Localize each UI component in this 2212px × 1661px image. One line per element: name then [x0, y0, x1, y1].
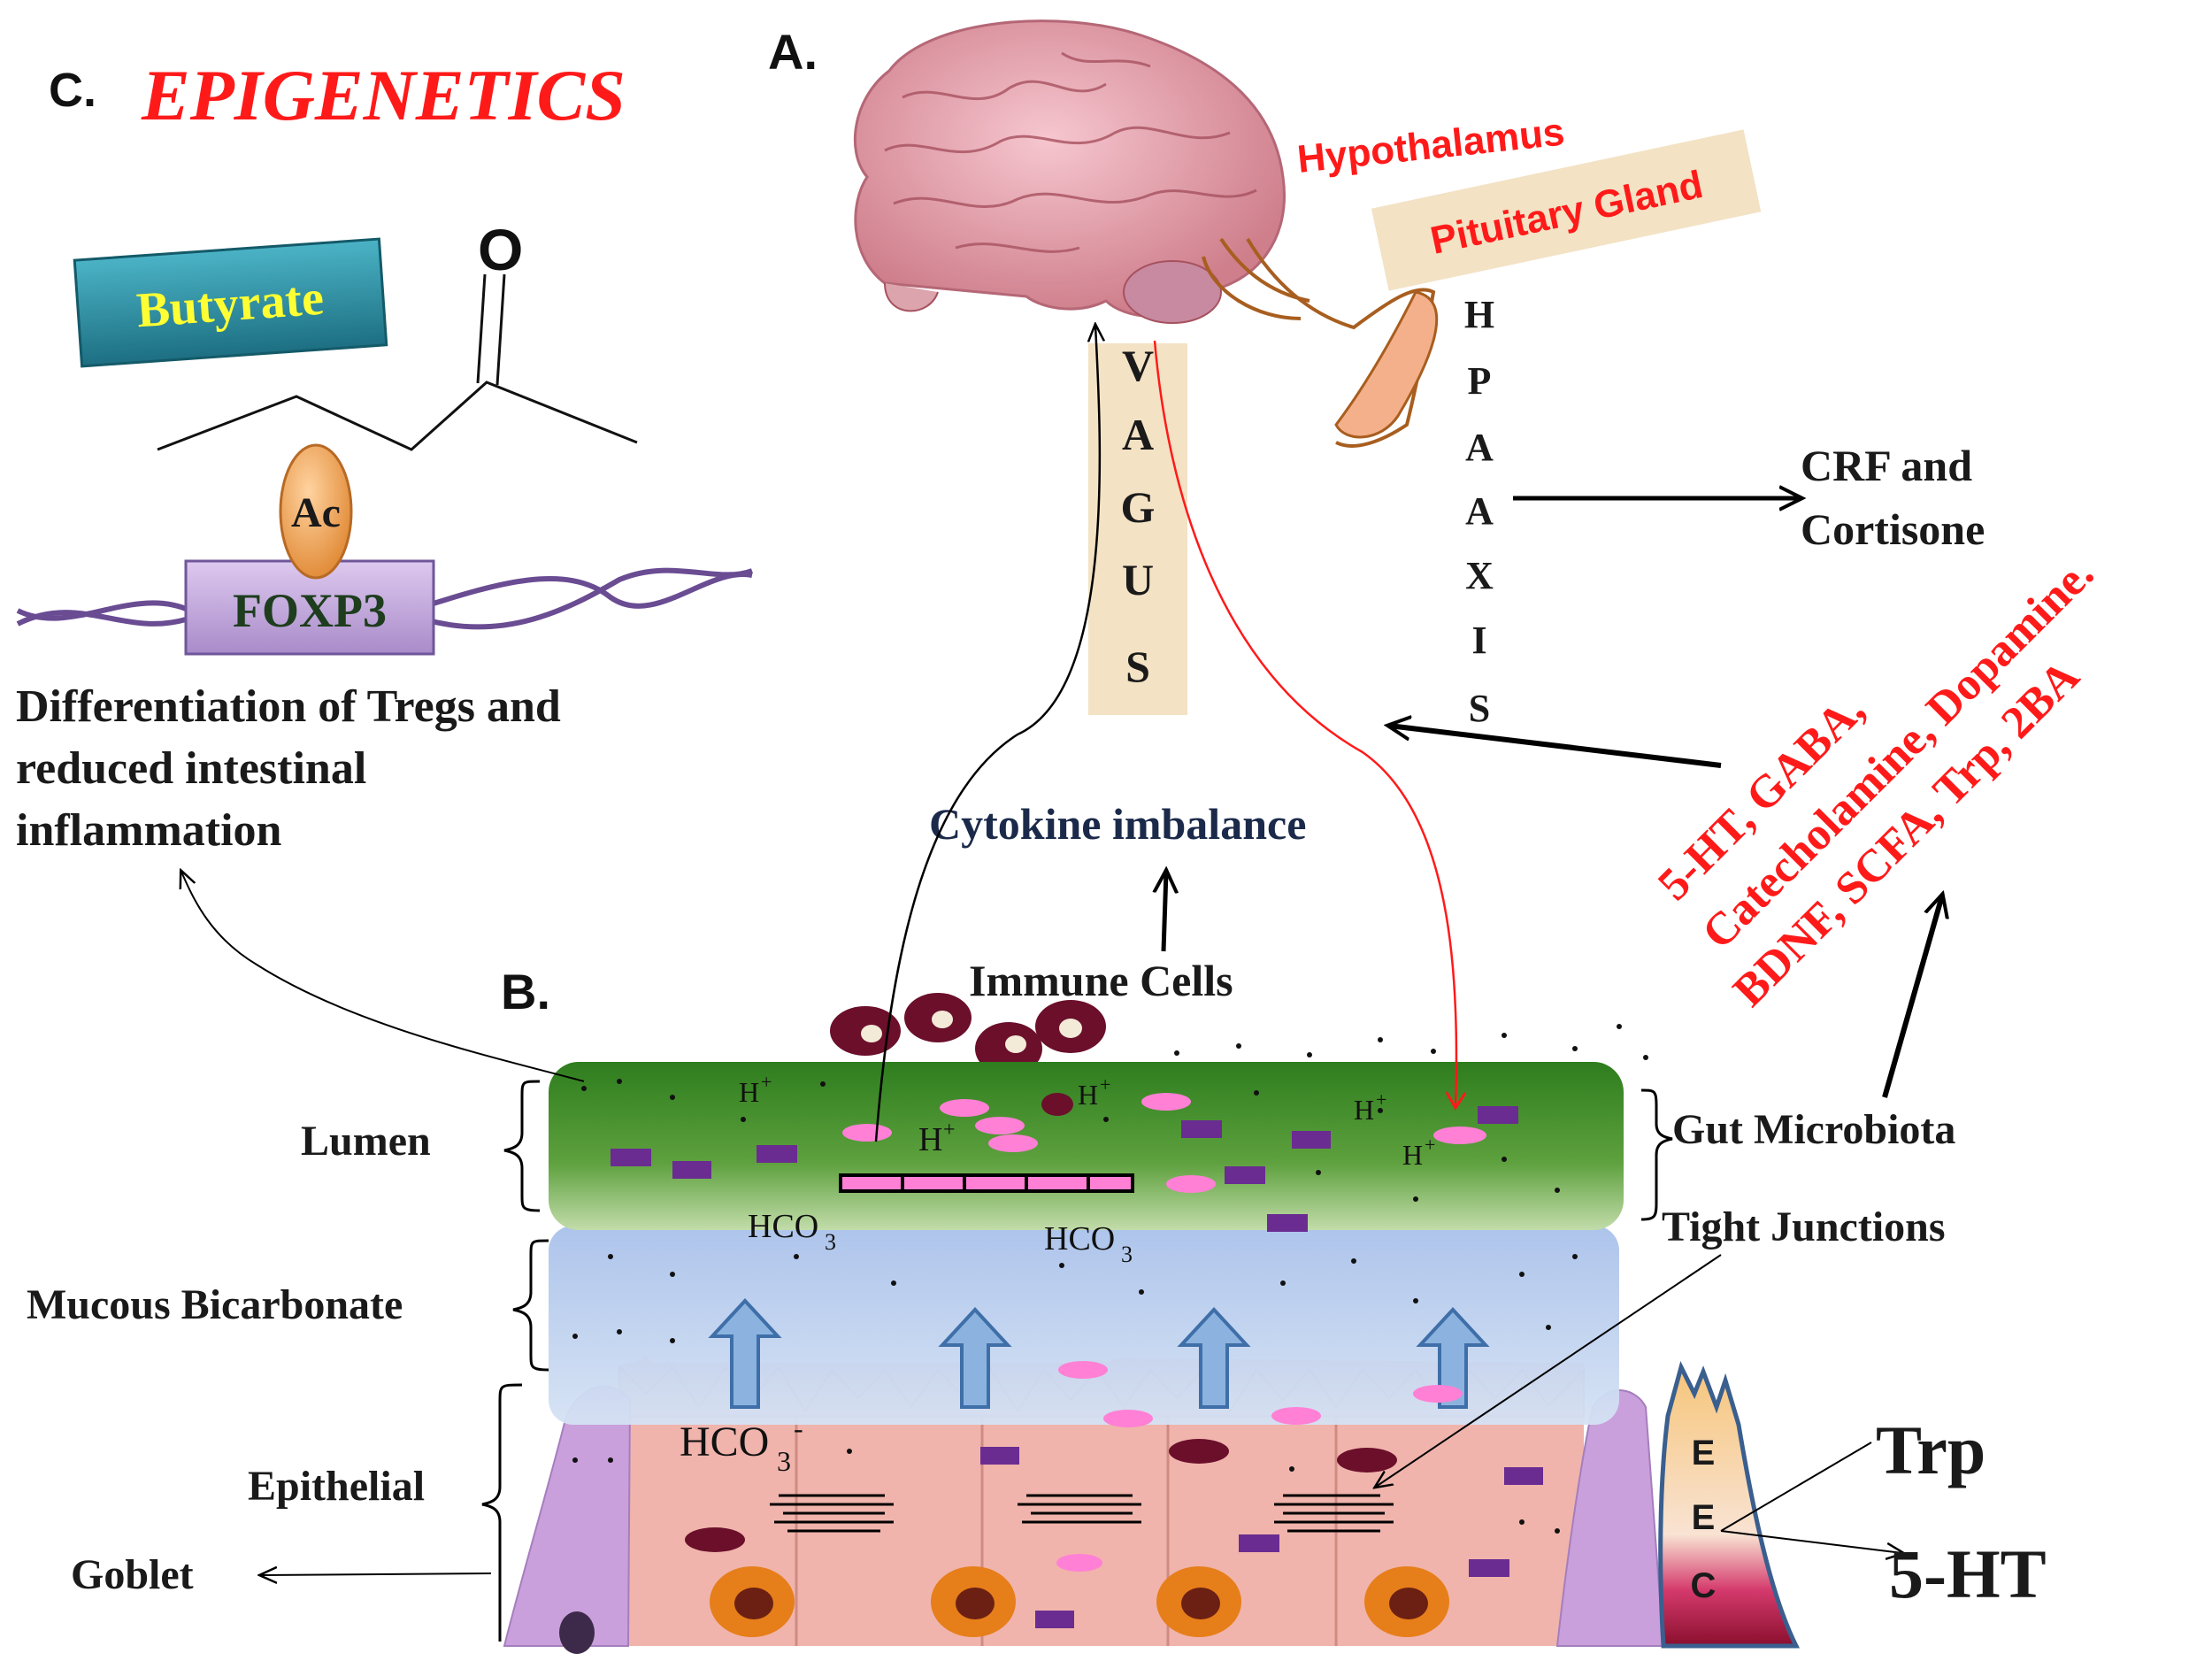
gut-microbes	[611, 1093, 1543, 1628]
epigenetics-title: EPIGENETICS	[141, 55, 626, 135]
lumen-junction-bars	[839, 1173, 1134, 1193]
bicarbonate-2: HCO	[1044, 1220, 1115, 1257]
vagus-letter-u: U	[1122, 555, 1154, 604]
proton-4-charge: +	[1376, 1088, 1386, 1111]
vagus-letter-a: A	[1122, 410, 1154, 459]
goblet-pointer	[261, 1573, 492, 1575]
hpa-letter-4: A	[1465, 489, 1494, 533]
acetyl-group: Ac	[279, 443, 353, 580]
proton-3-charge: +	[943, 1119, 956, 1142]
butyrate-to-treg-curve	[181, 872, 585, 1082]
panel-label-a: A.	[768, 24, 818, 80]
microbe-dots	[572, 1024, 1648, 1534]
gut-microbiota-label: Gut Microbiota	[1672, 1106, 1955, 1153]
proton-5: H	[1402, 1139, 1423, 1171]
bicarbonate-1-sub: 3	[825, 1229, 836, 1255]
eec-to-serotonin-arrow	[1720, 1530, 1902, 1553]
proton-5-charge: +	[1425, 1134, 1435, 1156]
goblet-label: Goblet	[71, 1551, 194, 1598]
pituitary-illustration	[1202, 237, 1439, 448]
panel-label-b: B.	[501, 964, 550, 1019]
vagus-nerve-label: V A G U S	[1088, 341, 1187, 715]
mediators-line-2: Catecholamine, Dopamine.	[1693, 548, 2103, 958]
proton-3: H	[918, 1121, 942, 1158]
bicarbonate-3-sub: 3	[777, 1445, 791, 1477]
eec-letter-2: E	[1692, 1498, 1716, 1537]
layer-braces	[481, 1080, 549, 1642]
proton-labels: H + H + H + H + H +	[739, 1071, 1435, 1171]
mucous-bicarbonate-layer	[549, 1226, 1619, 1425]
lumen-label: Lumen	[301, 1118, 431, 1165]
bicarbonate-arrows	[708, 1298, 1490, 1409]
panel-gut: B.	[27, 964, 2047, 1654]
trp-to-eec-line	[1720, 1442, 1872, 1532]
eec-letter-3: C	[1691, 1566, 1717, 1605]
brain-illustration	[853, 19, 1286, 324]
immune-response: Cytokine imbalance Immune Cells	[929, 799, 1306, 1005]
hpa-letter-6: I	[1471, 619, 1486, 662]
enteroendocrine-cell: E E C	[1658, 1361, 1801, 1649]
serotonin-label: 5-HT	[1889, 1535, 2047, 1612]
foxp3-gene-box: FOXP3	[184, 559, 435, 656]
butyrate-box: Butyrate	[73, 237, 388, 368]
bicarbonate-1: HCO	[748, 1208, 818, 1245]
hpa-letter-2: P	[1468, 359, 1492, 403]
microbial-mediators: 5-HT, GABA, Catecholamine, Dopamine. BDN…	[1648, 548, 2103, 1016]
eec-letter-1: E	[1692, 1434, 1716, 1473]
immune-cells-label: Immune Cells	[969, 956, 1233, 1005]
layer-labels: Lumen Mucous Bicarbonate Epithelial Gobl…	[27, 1118, 431, 1598]
mediators-to-brain-arrow	[1389, 726, 1722, 768]
bicarbonate-3: HCO	[680, 1419, 769, 1465]
butyrate-structure	[157, 273, 638, 451]
proton-1-charge: +	[761, 1071, 772, 1093]
vagus-letter-g: G	[1121, 482, 1156, 532]
crf-line-1: CRF and	[1801, 441, 1972, 490]
hypothalamus-label: Hypothalamus	[1295, 111, 1567, 181]
afferent-vagus-curve	[874, 326, 1100, 1142]
goblet-cell-left	[503, 1386, 632, 1654]
epithelial-label: Epithelial	[248, 1463, 425, 1510]
vagus-letter-v: V	[1122, 341, 1154, 390]
proton-2: H	[1078, 1079, 1098, 1111]
panel-brain: A. Hypothalamus Pituitary Gland	[768, 19, 1985, 730]
lumen-layer	[549, 1062, 1624, 1230]
proton-4: H	[1354, 1094, 1374, 1126]
panel-epigenetics: C. EPIGENETICS Butyrate O FOXP3 Ac Diffe…	[16, 55, 754, 856]
outcome-line-2: reduced intestinal	[16, 743, 366, 794]
hpa-axis-label: H P A A X I S	[1464, 293, 1494, 730]
panel-label-c: C.	[49, 64, 96, 117]
acetyl-label: Ac	[291, 489, 341, 536]
mediators-line-3: BDNF, SCFA, Trp, 2BA	[1724, 650, 2089, 1016]
microbiota-to-mediators-arrow	[1882, 896, 1942, 1098]
hpa-letter-3: A	[1465, 426, 1494, 469]
hpa-letter-1: H	[1464, 293, 1494, 336]
outcome-line-1: Differentiation of Tregs and	[16, 681, 561, 732]
crf-line-2: Cortisone	[1801, 504, 1985, 554]
oxygen-atom: O	[478, 217, 523, 282]
bicarbonate-labels: HCO 3 HCO 3 HCO 3 -	[680, 1208, 1133, 1477]
bicarbonate-3-charge: -	[794, 1412, 803, 1444]
outcome-line-3: inflammation	[16, 805, 282, 856]
right-braces	[1640, 1088, 1673, 1221]
efferent-vagus-curve	[1153, 340, 1456, 1106]
tight-junctions	[770, 1494, 1394, 1533]
vagus-letter-s: S	[1125, 642, 1150, 691]
epithelial-nuclei	[710, 1566, 1449, 1637]
proton-1: H	[739, 1076, 759, 1108]
bicarbonate-2-sub: 3	[1121, 1242, 1133, 1267]
tight-junctions-pointer	[1376, 1254, 1722, 1487]
trp-label: Trp	[1876, 1411, 1985, 1488]
hpa-letter-5: X	[1465, 554, 1494, 597]
hpa-letter-7: S	[1469, 687, 1490, 730]
cytokine-imbalance-label: Cytokine imbalance	[929, 799, 1306, 849]
treg-outcome-text: Differentiation of Tregs and reduced int…	[16, 681, 561, 856]
proton-2-charge: +	[1100, 1073, 1110, 1096]
immune-to-cytokine-arrow	[1164, 872, 1166, 952]
foxp3-label: FOXP3	[233, 584, 387, 637]
tight-junctions-label: Tight Junctions	[1662, 1203, 1946, 1250]
mucous-label: Mucous Bicarbonate	[27, 1281, 403, 1328]
butyrate-label: Butyrate	[134, 271, 325, 339]
goblet-cell-right	[1555, 1389, 1665, 1647]
